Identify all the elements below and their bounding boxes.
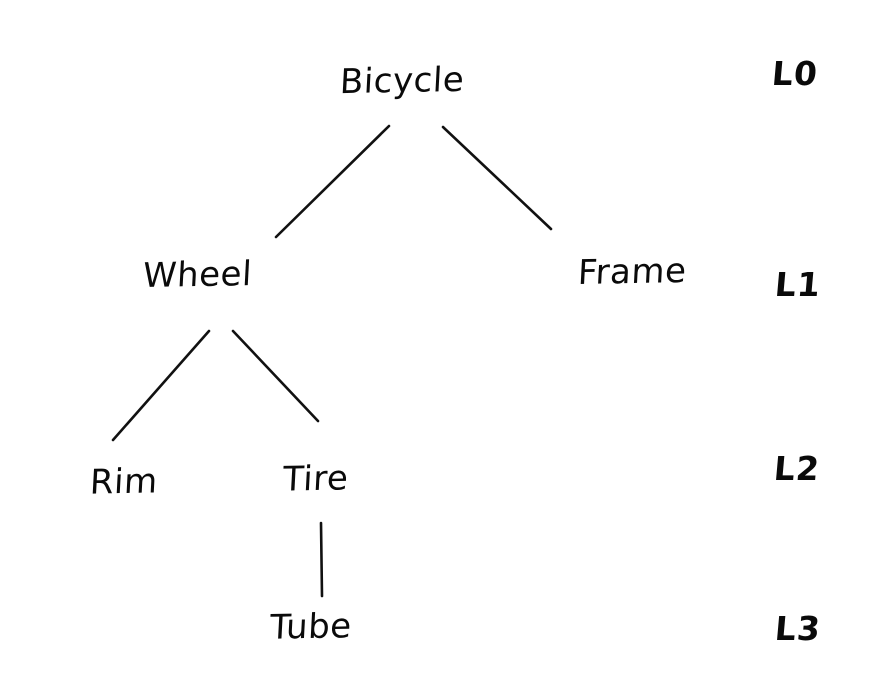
level-label-l0: L0 [770,54,820,93]
node-tube[interactable]: Tube [268,606,353,648]
node-bicycle[interactable]: Bicycle [338,59,466,103]
node-rim[interactable]: Rim [88,461,159,503]
edge-wheel-rim [111,329,211,442]
edge-tire-tube [319,521,324,598]
node-tire[interactable]: Tire [281,458,350,500]
node-frame[interactable]: Frame [576,251,688,293]
node-wheel[interactable]: Wheel [141,254,254,296]
level-label-l1: L1 [773,265,823,304]
edge-bicycle-frame [441,125,553,231]
level-label-l2: L2 [772,449,822,488]
edge-bicycle-wheel [274,124,391,239]
edge-wheel-tire [231,329,320,423]
level-label-l3: L3 [773,609,823,648]
